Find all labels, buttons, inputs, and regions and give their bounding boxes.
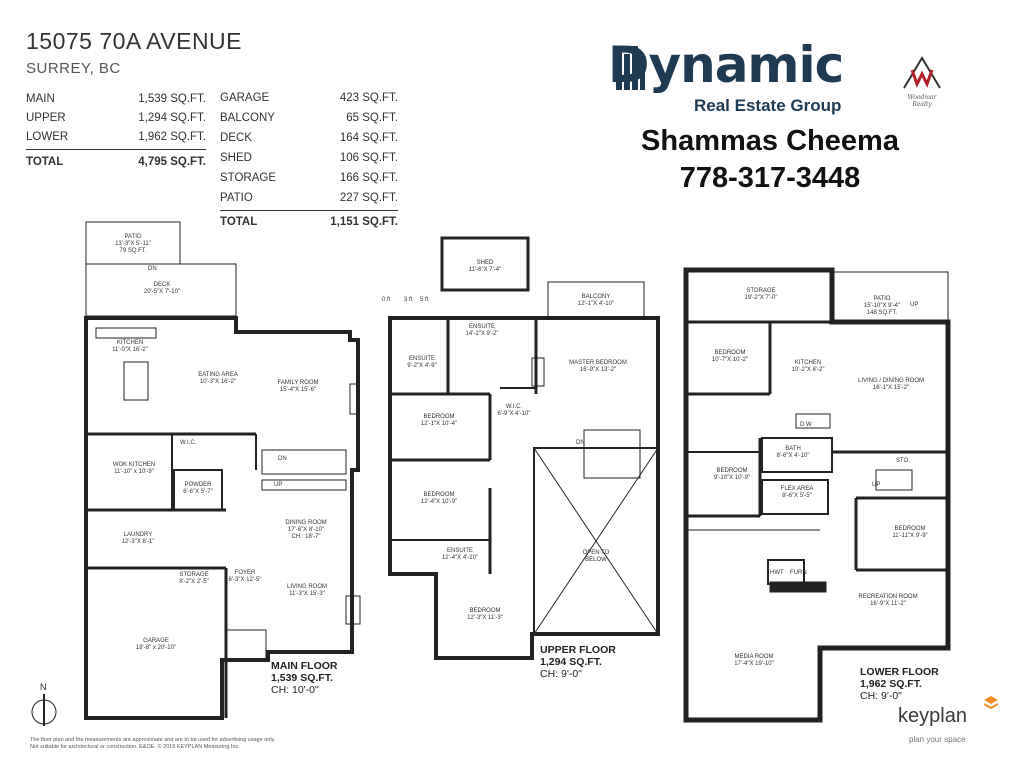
stair-label: UP — [274, 482, 283, 488]
appliance-label: D W — [800, 422, 812, 428]
room-label: OPEN TO BELOW — [582, 550, 610, 563]
brand-name: Dynamic — [608, 36, 844, 94]
upper-floor-walls — [388, 316, 660, 660]
disclaimer: The floor plan and the measurements are … — [30, 737, 276, 750]
partner-name: Woodmar Realty — [907, 94, 937, 108]
partner-logo: Woodmar Realty — [898, 52, 946, 108]
keyplan-logo-icon — [984, 696, 998, 710]
stair-label: UP — [872, 482, 881, 488]
brand-logo — [606, 40, 868, 116]
north-arrow-label: N — [40, 682, 47, 692]
utility-label: HWT — [770, 570, 784, 576]
room-label: W.I.C. — [180, 440, 197, 446]
city-skyline-icon — [616, 46, 645, 90]
brand-subtitle: Real Estate Group — [694, 96, 842, 115]
upper-shed-outline — [440, 236, 530, 292]
room-label: STO. — [896, 458, 910, 464]
scale-label: 0 ft — [382, 297, 391, 303]
room-label: DN — [148, 266, 157, 272]
keyplan-brand: keyplan — [898, 705, 967, 727]
property-city: SURREY, BC — [26, 60, 121, 77]
lower-floor-walls — [683, 267, 951, 723]
divider — [220, 210, 398, 211]
keyplan-tagline: plan your space — [909, 735, 966, 744]
main-floor-walls — [84, 316, 360, 720]
utility-label: FURN — [790, 570, 807, 576]
agent-phone[interactable]: 778-317-3448 — [679, 162, 861, 194]
agent-name: Shammas Cheema — [641, 125, 899, 157]
scale-label: 5 ft — [420, 297, 429, 303]
scale-label: 3 ft — [404, 297, 413, 303]
stair-label: DN — [576, 440, 585, 446]
property-address: 15075 70A AVENUE — [26, 28, 242, 54]
stair-label: DN — [278, 456, 287, 462]
room-label: W.I.C.6'-9"X 4'-10" — [497, 404, 531, 417]
stair-label: UP — [910, 302, 919, 308]
divider — [26, 149, 206, 150]
woodmar-w-icon — [903, 56, 941, 89]
